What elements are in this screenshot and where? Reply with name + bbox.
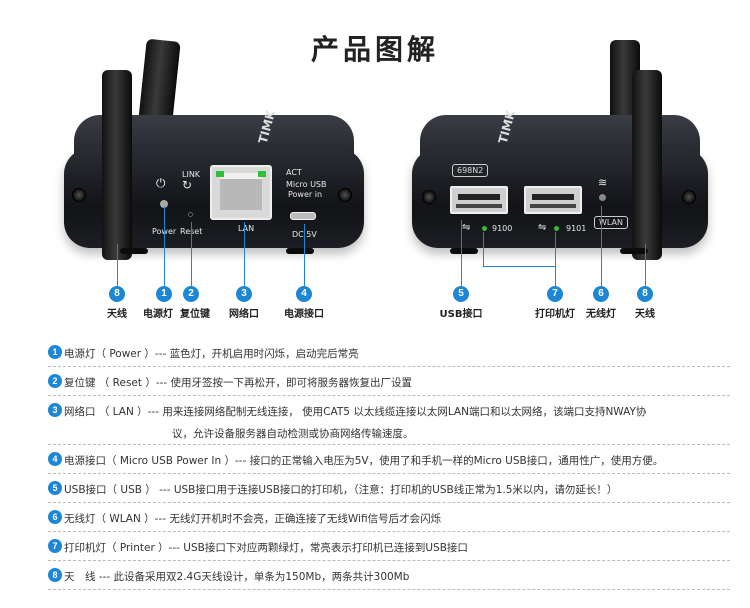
power-icon: ⏻ [156, 176, 166, 190]
foot [620, 248, 648, 254]
printer-led-1 [482, 226, 487, 231]
usb-port-2 [524, 186, 582, 214]
callout-line [555, 232, 556, 286]
silk-lan: LAN [238, 224, 255, 233]
foot [450, 248, 478, 254]
row-number: 2 [48, 374, 62, 388]
silk-wlan: WLAN [594, 216, 629, 229]
row-text: 打印机灯（ Printer ）--- USB接口下对应两颗绿灯，常亮表示打印机已… [64, 542, 468, 554]
description-row: 8 天 线 --- 此设备采用双2.4G天线设计，单条为150Mb，两条共计30… [48, 561, 730, 590]
callout-line [304, 224, 305, 286]
callout-number: 6 [593, 286, 609, 302]
row-text: 复位键 （ Reset ）--- 使用牙签按一下再松开，即可将服务器恢复出厂设置 [64, 377, 413, 389]
screw-icon [682, 190, 696, 204]
lan-led-left [216, 171, 224, 177]
screw-icon [338, 188, 352, 202]
wlan-led-icon [599, 194, 606, 201]
row-text-continued: 议，允许设备服务器自动检测或协商网络传输速度。 [172, 428, 414, 440]
row-text: 电源灯（ Power ）--- 蓝色灯，开机启用时闪烁，启动完后常亮 [64, 348, 359, 360]
description-row: 2 复位键 （ Reset ）--- 使用牙签按一下再松开，即可将服务器恢复出厂… [48, 367, 730, 396]
callout-line [645, 244, 646, 286]
callout-label: 电源接口 [284, 309, 324, 320]
row-number: 1 [48, 345, 62, 359]
row-text: 无线灯（ WLAN ）--- 无线灯开机时不会亮，正确连接了无线Wifi信号后才… [64, 513, 442, 525]
screw-icon [422, 190, 436, 204]
usb-icon: ⇋ [538, 222, 547, 233]
row-text: 电源接口（ Micro USB Power In ）--- 接口的正常输入电压为… [64, 455, 664, 467]
silk-9100: 9100 [492, 224, 513, 233]
antenna-right-front [632, 70, 662, 260]
callout-label: 无线灯 [586, 309, 616, 320]
foot [120, 248, 148, 254]
description-row: 4 电源接口（ Micro USB Power In ）--- 接口的正常输入电… [48, 445, 730, 474]
callout-number: 8 [109, 286, 125, 302]
silk-9101: 9101 [566, 224, 587, 233]
micro-usb-port [290, 212, 316, 220]
left-device-photo: TIMK LINK ACT Micro USB Power in Power R… [50, 38, 370, 260]
screw-icon [72, 188, 86, 202]
description-row: 7 打印机灯（ Printer ）--- USB接口下对应两颗绿灯，常亮表示打印… [48, 532, 730, 561]
usb-icon: ⇋ [462, 222, 471, 233]
callout-number: 3 [236, 286, 252, 302]
callout-line [244, 222, 245, 286]
callout-number: 8 [637, 286, 653, 302]
callout-label: 电源灯 [143, 309, 173, 320]
callout-number: 2 [183, 286, 199, 302]
row-number: 3 [48, 403, 62, 417]
description-row: 1 电源灯（ Power ）--- 蓝色灯，开机启用时闪烁，启动完后常亮 [48, 338, 730, 367]
row-number: 7 [48, 539, 62, 553]
row-number: 8 [48, 568, 62, 582]
row-text: 天 线 --- 此设备采用双2.4G天线设计，单条为150Mb，两条共计300M… [64, 571, 410, 583]
antenna-left-front [102, 70, 132, 260]
silk-link: LINK [182, 170, 201, 179]
usb-port-1 [450, 186, 508, 214]
wifi-icon: ≋ [598, 176, 608, 189]
silk-act: ACT [286, 168, 302, 177]
lan-led-right [258, 171, 266, 177]
callout-number: 5 [453, 286, 469, 302]
power-led-icon [160, 200, 168, 208]
callout-line [461, 220, 462, 286]
callout-label: 复位键 [180, 309, 210, 320]
callout-label: 天线 [635, 309, 655, 320]
callout-number: 1 [156, 286, 172, 302]
description-list: 1 电源灯（ Power ）--- 蓝色灯，开机启用时闪烁，启动完后常亮 2 复… [48, 338, 730, 590]
row-text: USB接口（ USB ） --- USB接口用于连接USB接口的打印机，（注意：… [64, 484, 618, 496]
right-device-photo: TIMK 698N2 ⇋ 9100 ⇋ 9101 ≋ WLAN [410, 40, 710, 260]
row-number: 5 [48, 481, 62, 495]
silk-micro-usb: Micro USB [286, 180, 327, 189]
callout-line [191, 222, 192, 286]
row-number: 6 [48, 510, 62, 524]
printer-led-2 [554, 226, 559, 231]
callout-line [601, 206, 602, 286]
reset-button [188, 212, 193, 217]
reset-arrow-icon: ↻ [182, 178, 193, 192]
foot [286, 248, 314, 254]
callout-number: 4 [296, 286, 312, 302]
description-row: 5 USB接口（ USB ） --- USB接口用于连接USB接口的打印机，（注… [48, 474, 730, 503]
callout-line [483, 232, 484, 266]
callout-line [117, 244, 118, 286]
description-row: 6 无线灯（ WLAN ）--- 无线灯开机时不会亮，正确连接了无线Wifi信号… [48, 503, 730, 532]
description-row: 3 网络口 （ LAN ）--- 用来连接网络配制无线连接， 使用CAT5 以太… [48, 396, 730, 445]
row-text: 网络口 （ LAN ）--- 用来连接网络配制无线连接， 使用CAT5 以太线缆… [64, 406, 647, 418]
silk-power-in: Power in [288, 190, 323, 199]
callout-label: 网络口 [229, 309, 259, 320]
callout-line [164, 206, 165, 286]
page-title: 产品图解 [310, 33, 439, 66]
callout-number: 7 [547, 286, 563, 302]
row-number: 4 [48, 452, 62, 466]
callout-label: 打印机灯 [535, 309, 575, 320]
callout-label: USB接口 [439, 309, 483, 320]
callout-label: 天线 [107, 309, 127, 320]
model-label: 698N2 [452, 164, 489, 177]
callout-line [483, 266, 555, 267]
